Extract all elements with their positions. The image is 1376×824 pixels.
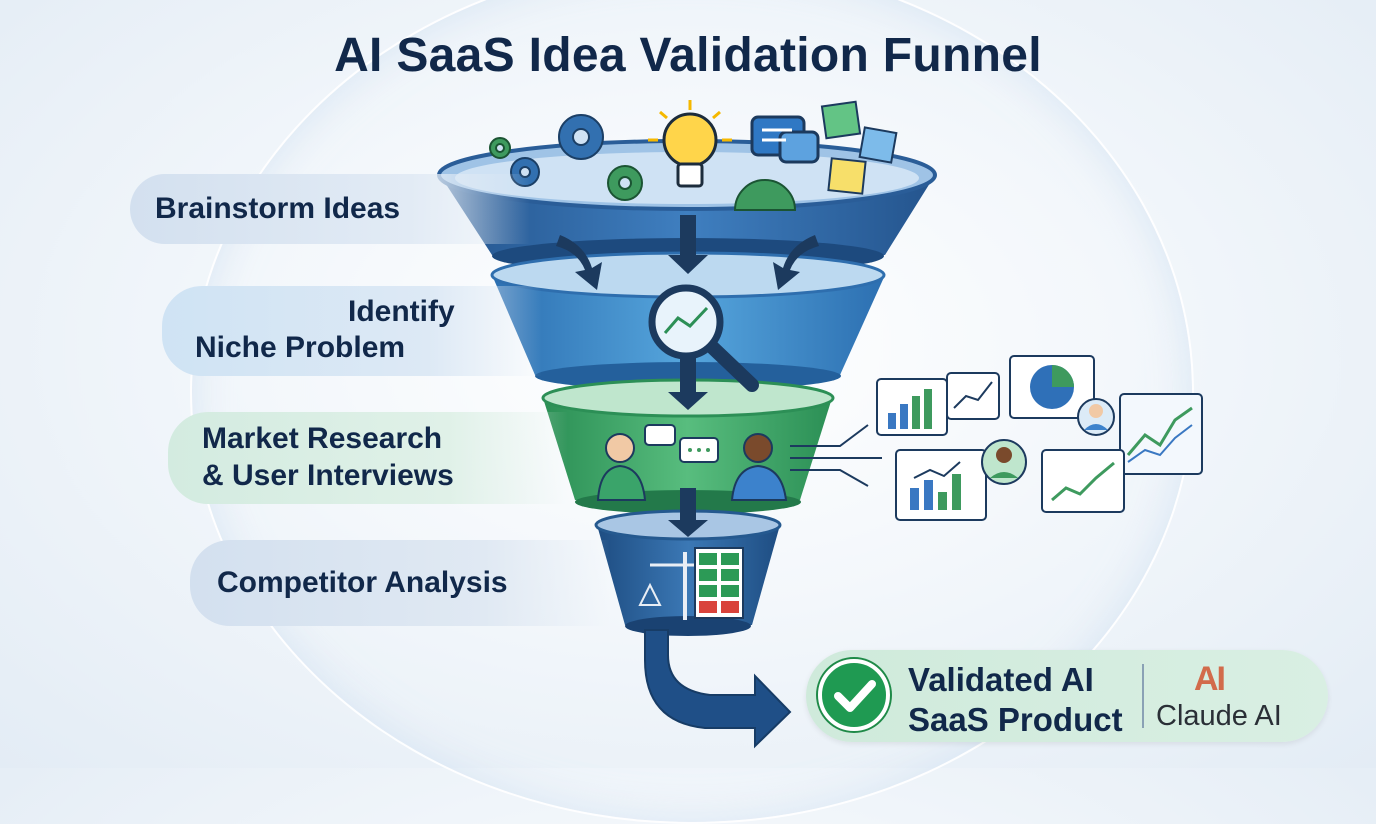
gear-icon (489, 137, 511, 159)
magnifying-glass-icon (648, 284, 759, 392)
divider (1142, 664, 1144, 728)
stage-brainstorm-ideas: Brainstorm Ideas (130, 174, 530, 244)
result-line: Validated AI (908, 661, 1094, 698)
pie-chart-panel (1009, 355, 1095, 419)
lightbulb-icon (648, 100, 732, 188)
result-text: Validated AI SaaS Product (908, 660, 1123, 740)
page-title: AI SaaS Idea Validation Funnel (334, 29, 1042, 82)
line-chart-panel (1119, 393, 1203, 475)
brand-name: Claude AI (1156, 700, 1282, 732)
chat-bubble-icon (750, 115, 820, 164)
flow-arrows (556, 215, 819, 537)
gear-icon (558, 114, 604, 160)
sticky-note-icon (820, 100, 898, 195)
interview-people-icon (596, 424, 788, 501)
chart-panel (895, 449, 987, 521)
stage-label: Competitor Analysis (217, 566, 508, 599)
checkmark-icon (834, 680, 876, 712)
stage-label: Niche Problem (195, 331, 406, 364)
check-circle-icon (818, 659, 890, 731)
result-line: SaaS Product (908, 701, 1123, 738)
funnel-illustration (437, 100, 1203, 749)
avatar-icon (1077, 398, 1115, 436)
chart-panel (876, 378, 948, 436)
chart-panel (946, 372, 1000, 420)
stage-label: Market Research (202, 422, 443, 455)
avatar-icon (981, 439, 1027, 485)
gear-icon (733, 179, 797, 211)
gear-icon (607, 165, 643, 201)
stage-identify-niche-problem: Identify Niche Problem (162, 286, 542, 376)
stage-competitor-analysis: Competitor Analysis (190, 540, 610, 626)
line-chart-panel (1041, 449, 1125, 513)
scale-checklist-icon (638, 547, 744, 620)
output-arrow (644, 629, 792, 749)
stage-label: Brainstorm Ideas (155, 192, 401, 225)
connector-lines (790, 424, 882, 487)
claude-logo-icon: AI (1194, 660, 1226, 698)
stage-market-research: Market Research & User Interviews (168, 412, 568, 504)
stage-label: Identify (348, 295, 455, 328)
stage-label: & User Interviews (202, 459, 454, 492)
validated-product-badge: Validated AI SaaS Product AI Claude AI (806, 650, 1328, 742)
